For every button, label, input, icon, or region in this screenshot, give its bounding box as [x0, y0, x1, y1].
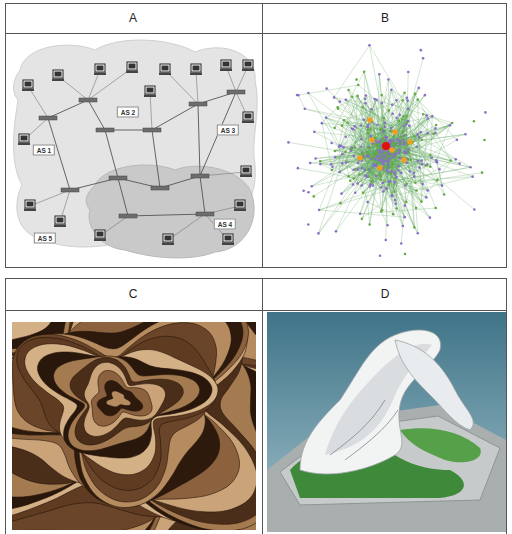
- contour-pattern: [12, 322, 256, 530]
- column-header: A: [129, 11, 137, 25]
- region-label: AS 1: [33, 145, 55, 156]
- region-label: AS 3: [217, 125, 239, 136]
- column-header: D: [381, 287, 390, 301]
- as-network: [14, 40, 258, 258]
- region-label: AS 5: [34, 233, 56, 244]
- dense-network: [287, 44, 487, 257]
- region-label: AS 4: [214, 219, 236, 230]
- column-header: B: [381, 11, 389, 25]
- architecture-render: [267, 312, 506, 532]
- column-header: C: [129, 287, 138, 301]
- region-label: AS 2: [117, 107, 139, 118]
